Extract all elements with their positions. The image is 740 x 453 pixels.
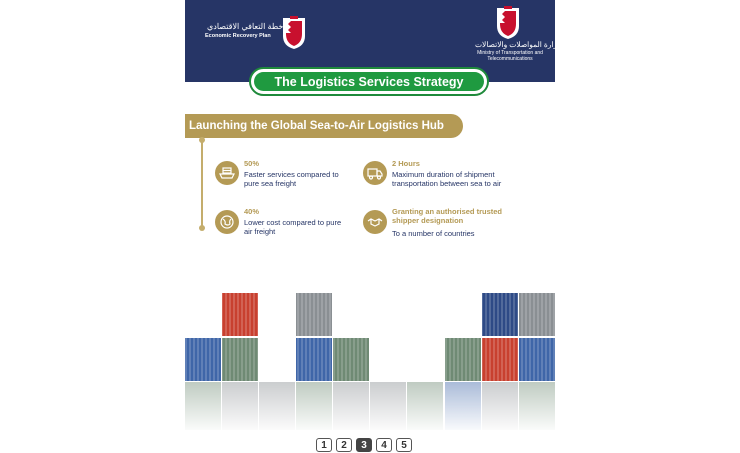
hub-banner: Launching the Global Sea-to-Air Logistic… [185, 114, 463, 138]
page-button-1[interactable]: 1 [316, 438, 332, 452]
strategy-title-pill: The Logistics Services Strategy [249, 67, 489, 96]
handshake-icon [363, 210, 387, 234]
plan-english-text: Economic Recovery Plan [205, 33, 271, 39]
page-button-3[interactable]: 3 [356, 438, 372, 452]
page-button-2[interactable]: 2 [336, 438, 352, 452]
timeline-line [201, 140, 203, 228]
feature-head: 2 Hours [392, 159, 420, 168]
shipping-containers-illustration [185, 293, 555, 430]
feature-head: 50% [244, 159, 260, 168]
truck-icon [363, 161, 387, 185]
timeline-dot [199, 225, 205, 231]
bahrain-crest-icon [283, 16, 305, 49]
feature-head: 40% [244, 207, 260, 216]
feature-text: Maximum duration of shipment transportat… [392, 170, 502, 188]
page-title: The Logistics Services Strategy [254, 72, 484, 91]
pagination: 1 2 3 4 5 [316, 438, 412, 453]
page-button-4[interactable]: 4 [376, 438, 392, 452]
infographic-card: خطة التعافي الاقتصادي Economic Recovery … [185, 0, 555, 430]
ministry-english-text: Ministry of Transportation and Telecommu… [477, 50, 543, 62]
container-fade-overlay [185, 381, 555, 430]
ministry-arabic-text: وزارة المواصلات والاتصالات [475, 40, 555, 49]
timeline-dot [199, 137, 205, 143]
plan-arabic-text: خطة التعافي الاقتصادي [207, 22, 284, 31]
feature-text: To a number of countries [392, 229, 475, 238]
feature-text: Lower cost compared to pure air freight [244, 218, 342, 236]
feature-head: Granting an authorised trusted shipper d… [392, 207, 503, 225]
bahrain-crest-icon [497, 6, 519, 39]
feature-text: Faster services compared to pure sea fre… [244, 170, 339, 188]
ship-icon [215, 161, 239, 185]
page-button-5[interactable]: 5 [396, 438, 412, 452]
globe-icon [215, 210, 239, 234]
